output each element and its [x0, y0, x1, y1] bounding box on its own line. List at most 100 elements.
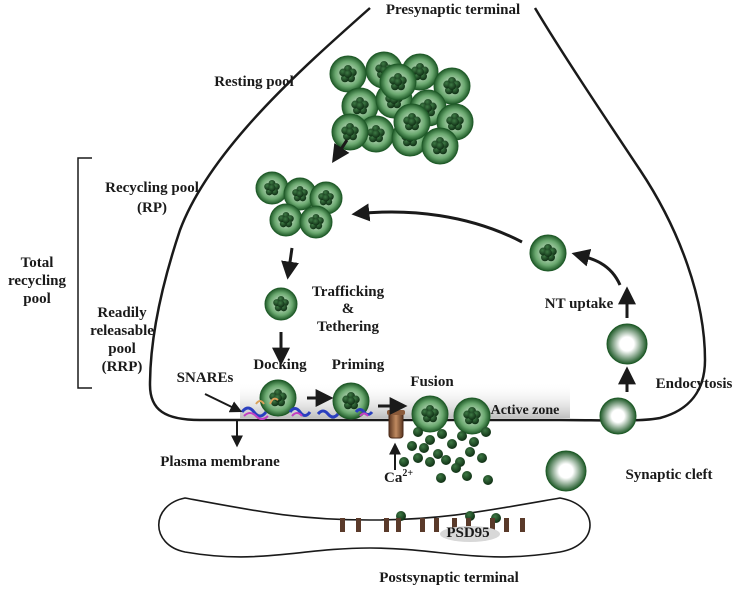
released-neurotransmitters — [396, 427, 501, 523]
arrow-recycling-to-trafficking — [281, 247, 299, 280]
label-rrp-4: (RRP) — [102, 359, 143, 375]
label-total-1: Total — [21, 255, 54, 271]
arrows — [204, 139, 636, 470]
released-neurotransmitter — [447, 439, 457, 449]
label-fusion: Fusion — [410, 374, 454, 390]
arrow-resting-to-recycling — [332, 139, 350, 164]
released-neurotransmitter — [483, 475, 493, 485]
receptor — [520, 518, 525, 532]
neurotransmitter-dot — [394, 78, 402, 86]
receptor — [356, 518, 361, 532]
neurotransmitter-dot — [344, 70, 352, 78]
released-neurotransmitter — [436, 473, 446, 483]
released-neurotransmitter — [437, 429, 447, 439]
postsynaptic-membrane — [158, 497, 591, 558]
arrow-snares — [204, 393, 243, 413]
label-resting-pool: Resting pool — [214, 74, 294, 90]
neurotransmitter-dot — [544, 249, 552, 257]
trafficking-vesicle — [264, 287, 298, 321]
released-neurotransmitter — [413, 427, 423, 437]
receptor — [384, 518, 389, 532]
recycling-pool-vesicles — [255, 171, 343, 239]
snare-complex-1 — [240, 400, 269, 420]
released-neurotransmitter — [457, 431, 467, 441]
neurotransmitter-dot — [277, 300, 285, 308]
neurotransmitter-dot — [426, 410, 434, 418]
released-neurotransmitter — [433, 449, 443, 459]
label-plasma-membrane: Plasma membrane — [160, 454, 280, 470]
neurotransmitter-dot — [312, 218, 320, 226]
receptor — [420, 518, 425, 532]
primed-vesicle — [332, 382, 370, 420]
released-neurotransmitter — [425, 457, 435, 467]
neurotransmitter-dot — [436, 142, 444, 150]
neurotransmitter-dot — [322, 194, 330, 202]
recycling-vesicle — [283, 177, 317, 211]
label-tethering: Tethering — [317, 319, 379, 335]
label-recycling-pool: Recycling pool — [105, 180, 199, 196]
label-rrp-3: pool — [108, 341, 136, 357]
label-presynaptic-terminal: Presynaptic terminal — [386, 2, 520, 18]
docked-vesicle — [259, 379, 297, 417]
arrow-uptake-to-vesicle — [571, 249, 622, 286]
neurotransmitter-dot — [416, 68, 424, 76]
label-psd95: PSD95 — [446, 525, 489, 541]
arrow-refill-to-recycling — [351, 203, 523, 244]
receptor — [504, 518, 509, 532]
released-neurotransmitter — [477, 453, 487, 463]
released-neurotransmitter — [407, 441, 417, 451]
receptor — [396, 518, 401, 532]
released-neurotransmitter — [441, 455, 451, 465]
neurotransmitter-dot — [468, 412, 476, 420]
resting-vesicle — [393, 103, 431, 141]
label-docking: Docking — [253, 357, 307, 373]
endocytosing-vesicle — [599, 397, 637, 435]
resting-vesicle — [379, 63, 417, 101]
neurotransmitter-dot — [282, 216, 290, 224]
released-neurotransmitter — [469, 437, 479, 447]
snare-complex-3 — [316, 408, 374, 419]
released-neurotransmitter — [462, 471, 472, 481]
released-neurotransmitter — [481, 427, 491, 437]
neurotransmitter-dot — [408, 118, 416, 126]
cleft-vesicle — [545, 450, 587, 492]
released-neurotransmitter — [399, 457, 409, 467]
neurotransmitter-dot — [274, 394, 282, 402]
label-rrp-1: Readily — [97, 305, 147, 321]
label-ampersand: & — [342, 301, 355, 317]
neurotransmitter-dot — [347, 397, 355, 405]
neurotransmitter-dot — [451, 118, 459, 126]
receptor — [452, 518, 457, 532]
total-pool-bracket — [77, 157, 92, 389]
released-neurotransmitter — [465, 447, 475, 457]
postsynaptic-receptors — [340, 518, 525, 542]
label-active-zone: Active zone — [491, 403, 560, 418]
receptor — [434, 518, 439, 532]
single-vesicles — [259, 234, 648, 492]
resting-vesicle — [421, 127, 459, 165]
neurotransmitter-dot — [296, 190, 304, 198]
label-trafficking: Trafficking — [312, 284, 385, 300]
receptor — [466, 518, 471, 532]
recycling-vesicle — [269, 203, 303, 237]
label-total-3: pool — [23, 291, 51, 307]
label-postsynaptic-terminal: Postsynaptic terminal — [379, 570, 519, 586]
neurotransmitter-dot — [268, 184, 276, 192]
neurotransmitter-dot — [372, 130, 380, 138]
fusing-vesicle-2 — [453, 397, 491, 435]
receptor — [490, 518, 495, 532]
resting-vesicle — [331, 113, 369, 151]
fusing-vesicle-1 — [411, 395, 449, 433]
released-neurotransmitter — [419, 443, 429, 453]
label-rrp-2: releasable — [90, 323, 154, 339]
recycling-vesicle — [255, 171, 289, 205]
label-recycling-pool-abbr: (RP) — [137, 200, 167, 216]
snare-complex-2 — [269, 397, 312, 417]
label-total-2: recycling — [8, 273, 67, 289]
released-neurotransmitter — [451, 463, 461, 473]
label-calcium: Ca2+ — [384, 468, 413, 486]
endocytosed-vesicle — [606, 323, 648, 365]
label-priming: Priming — [332, 357, 385, 373]
resting-pool-vesicles — [329, 51, 474, 165]
